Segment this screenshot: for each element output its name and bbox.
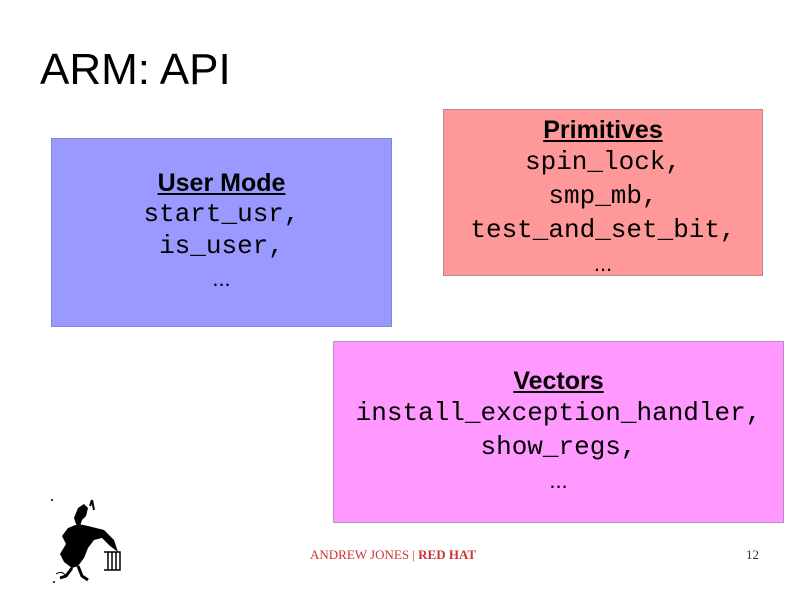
api-item: show_regs, (480, 431, 637, 462)
api-item: spin_lock, (524, 147, 682, 177)
primitives-heading: Primitives (543, 116, 663, 144)
vectors-heading: Vectors (513, 366, 604, 395)
vectors-box: Vectors install_exception_handler, show_… (333, 341, 784, 523)
api-item: is_user, (159, 231, 284, 261)
api-item: install_exception_handler, (355, 397, 762, 428)
api-item: smp_mb, (548, 181, 658, 211)
api-item: test_and_set_bit, (470, 215, 736, 245)
slide-title: ARM: API (40, 45, 231, 94)
page-number: 12 (746, 547, 759, 562)
bucking-bronco-rider-icon (48, 496, 133, 588)
footer-company: RED HAT (418, 547, 477, 562)
api-item: start_usr, (143, 199, 300, 229)
user-mode-heading: User Mode (157, 169, 286, 197)
ellipsis: ... (212, 266, 231, 291)
footer-credit: ANDREW JONES | RED HAT (310, 547, 476, 563)
primitives-box: Primitives spin_lock, smp_mb, test_and_s… (443, 109, 763, 276)
ellipsis: ... (593, 251, 613, 276)
ellipsis: ... (549, 467, 568, 493)
footer-author: ANDREW JONES | (310, 547, 419, 562)
user-mode-box: User Mode start_usr, is_user, ... (51, 138, 392, 327)
